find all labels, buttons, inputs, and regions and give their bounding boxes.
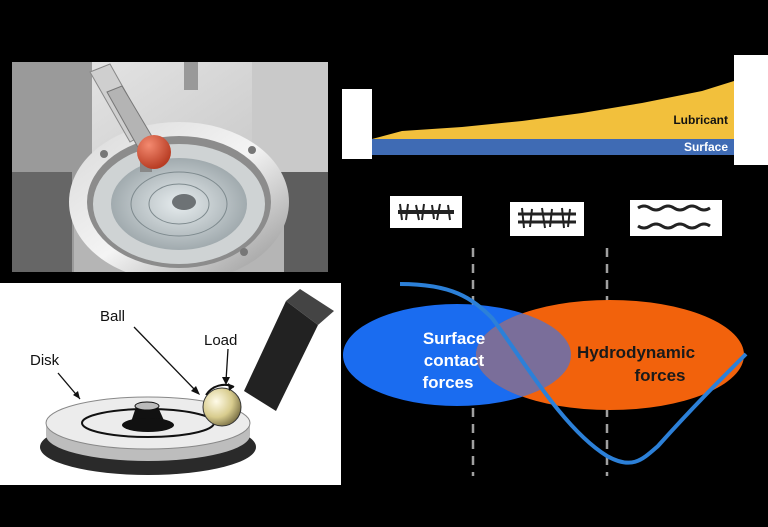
left-block (342, 89, 372, 159)
film-drawing: Lubricant Surface (342, 55, 768, 165)
overlap-region (476, 304, 571, 406)
load-label: Load (204, 332, 237, 349)
ball-shape (202, 387, 242, 427)
regime-drawing: Surface contact forces Hydrodynamic forc… (343, 196, 748, 476)
surface-contact-label-line2: contact (424, 351, 485, 370)
mixed-asperity-illustration (510, 202, 584, 236)
ball-label: Ball (100, 308, 125, 325)
boundary-asperity-illustration (390, 196, 462, 228)
right-block (734, 55, 768, 165)
load-arm (244, 301, 318, 411)
friction-regime-diagram: Surface contact forces Hydrodynamic forc… (342, 188, 768, 478)
lubricant-film-diagram: Lubricant Surface (342, 55, 768, 175)
hydrodynamic-label-line2: forces (634, 366, 685, 385)
surface-contact-label-line3: forces (422, 373, 473, 392)
tribometer-photo-drawing (12, 62, 328, 272)
tribometer-photo (12, 62, 328, 272)
surface-layer (372, 139, 734, 155)
schematic-drawing: Disk Ball Load (30, 289, 334, 475)
hydrodynamic-asperity-illustration (630, 200, 722, 236)
friction-curve (399, 282, 748, 465)
hydrodynamic-label-line1: Hydrodynamic (577, 343, 695, 362)
lubricant-layer (372, 81, 734, 141)
lubricant-label: Lubricant (673, 113, 728, 127)
ball-on-disk-schematic: Disk Ball Load (0, 283, 341, 485)
disk-label: Disk (30, 352, 60, 369)
surface-contact-label-line1: Surface (423, 329, 485, 348)
surface-label: Surface (684, 140, 728, 154)
